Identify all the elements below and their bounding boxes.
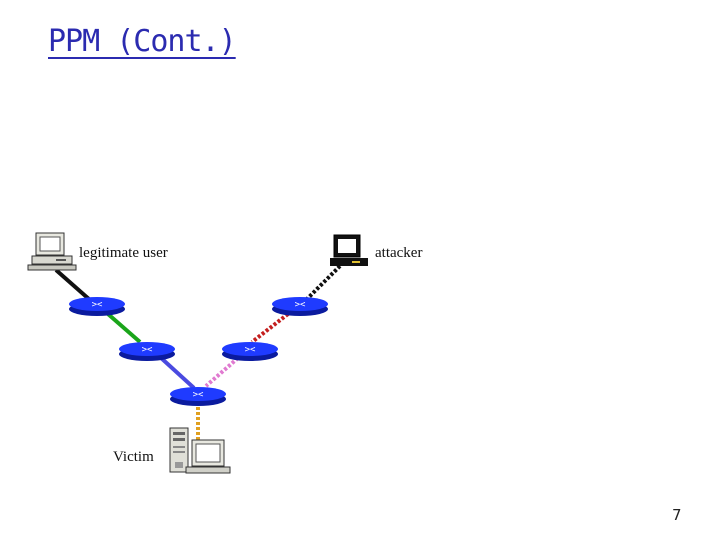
- router-4: ><: [222, 342, 278, 361]
- attacker-label: attacker: [375, 245, 423, 261]
- victim-computer-icon: [185, 439, 231, 474]
- router-2: ><: [119, 342, 175, 361]
- legitimate-user-computer-icon: [27, 232, 77, 271]
- router-3: ><: [272, 297, 328, 316]
- link-attacker-router-dotted: [304, 264, 342, 302]
- victim-label: Victim: [113, 449, 154, 465]
- attacker-computer-icon: [330, 234, 368, 266]
- svg-text:><: ><: [142, 345, 153, 355]
- link-attacker-path-red-dotted: [250, 312, 290, 344]
- slide-title: PPM (Cont.): [48, 24, 237, 59]
- svg-text:><: ><: [295, 300, 306, 310]
- victim-server-icon: [169, 427, 189, 473]
- link-router-victim-router-blue: [158, 355, 196, 390]
- svg-text:><: ><: [92, 300, 103, 310]
- legitimate-user-label: legitimate user: [79, 245, 168, 261]
- svg-text:><: ><: [245, 345, 256, 355]
- svg-text:><: ><: [193, 390, 204, 400]
- link-router-router-green: [106, 312, 142, 344]
- link-user-router: [54, 268, 92, 302]
- page-number: 7: [672, 506, 682, 524]
- link-attacker-path-pink-dotted: [204, 356, 240, 388]
- router-5: ><: [170, 387, 226, 406]
- router-1: ><: [69, 297, 125, 316]
